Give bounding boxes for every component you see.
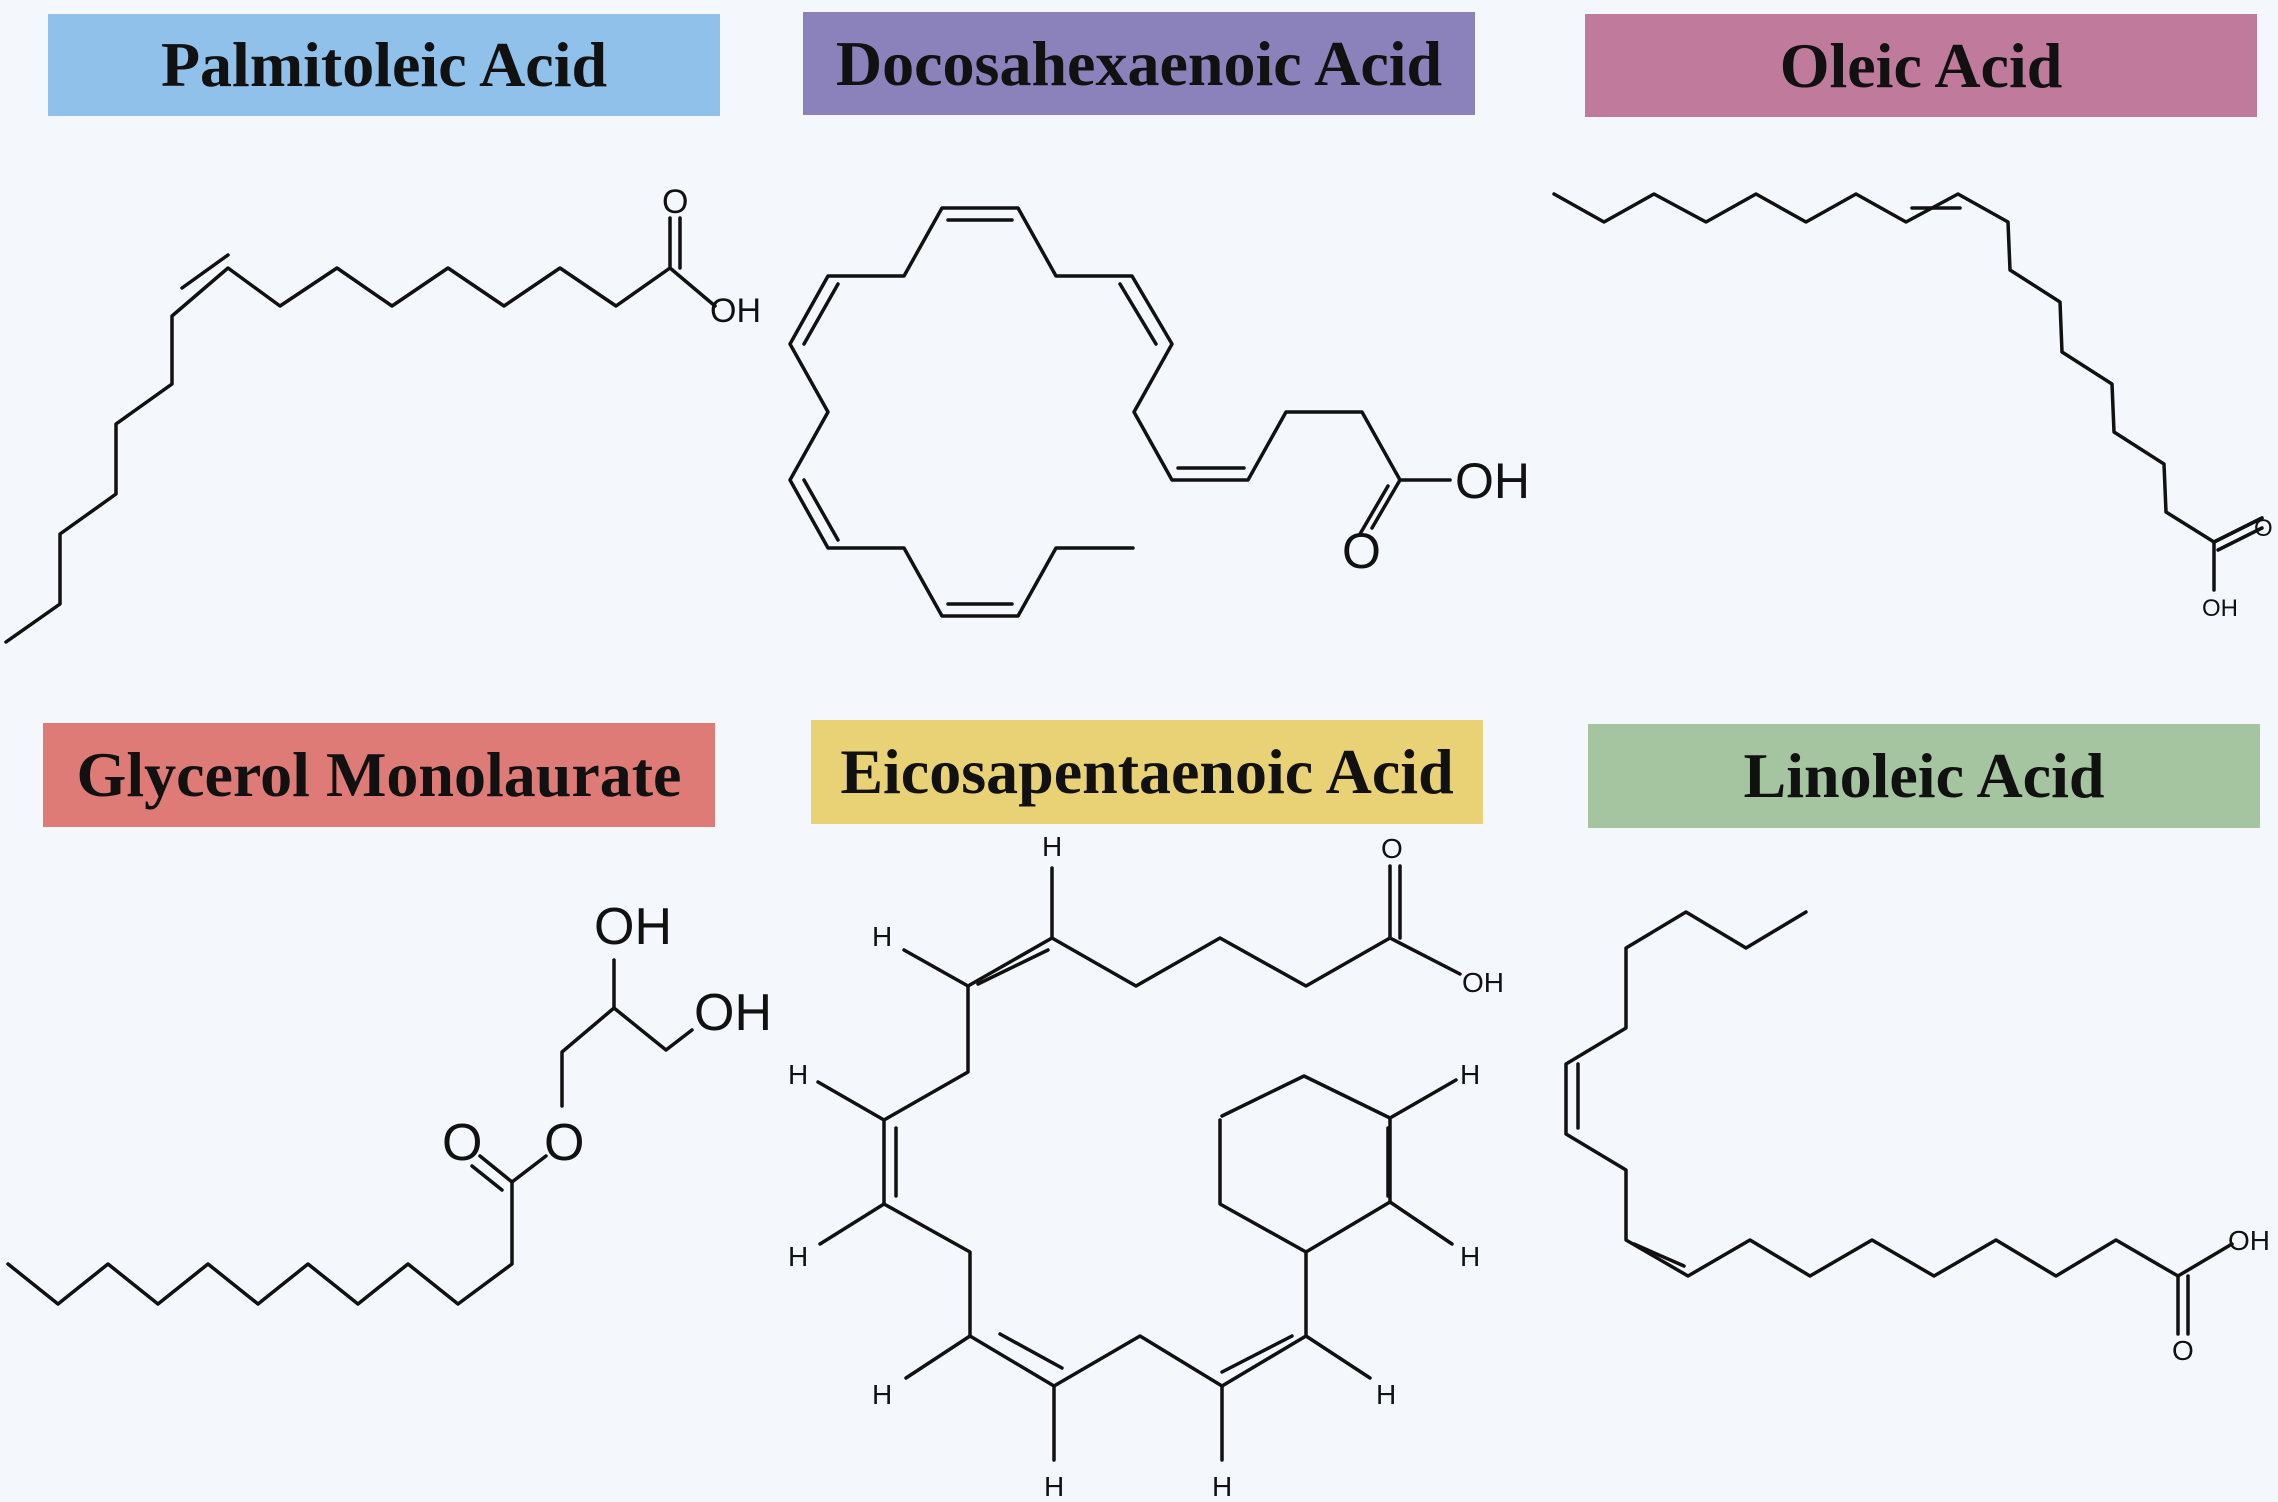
atom-label: H (788, 1241, 808, 1272)
atom-label: OH (1462, 967, 1504, 998)
atom-label: O (1381, 833, 1403, 864)
atom-label: OH (2202, 595, 2238, 622)
title-linoleic-acid: Linoleic Acid (1588, 724, 2260, 828)
atom-label: H (1212, 1471, 1232, 1502)
atom-label: O (662, 183, 688, 221)
atom-label: O (2254, 515, 2273, 542)
atom-label: H (872, 921, 892, 952)
atom-label: H (1460, 1241, 1480, 1272)
atom-label: OH (594, 898, 672, 956)
title-docosahexaenoic-acid: Docosahexaenoic Acid (803, 12, 1475, 115)
atom-label: H (1376, 1379, 1396, 1410)
atom-label: H (1042, 831, 1062, 862)
title-glycerol-monolaurate: Glycerol Monolaurate (43, 723, 715, 827)
title-palmitoleic-acid: Palmitoleic Acid (48, 14, 720, 116)
title-oleic-acid: Oleic Acid (1585, 14, 2257, 117)
structure-oleic-acid: O OH (1552, 192, 2273, 622)
structure-glycerol-monolaurate: O O OH OH (6, 898, 772, 1306)
atom-label: H (1460, 1059, 1480, 1090)
atom-label: O (2172, 1335, 2194, 1366)
structure-eicosapentaenoic-acid: O OH H H H H H H H H H H (788, 831, 1504, 1502)
title-eicosapentaenoic-acid: Eicosapentaenoic Acid (811, 720, 1483, 824)
structure-linoleic-acid: OH O (1564, 910, 2270, 1366)
structure-docosahexaenoic-acid: O OH (788, 206, 1530, 618)
atom-label: OH (2228, 1225, 2270, 1256)
atom-label: H (872, 1379, 892, 1410)
atom-label: O (544, 1114, 584, 1172)
atom-label: OH (694, 984, 772, 1042)
atom-label: OH (710, 292, 761, 330)
atom-label: H (1044, 1471, 1064, 1502)
structure-palmitoleic-acid: O OH (4, 183, 761, 644)
atom-label: H (788, 1059, 808, 1090)
atom-label: O (442, 1114, 482, 1172)
atom-label: OH (1455, 453, 1530, 509)
atom-label: O (1342, 523, 1381, 579)
